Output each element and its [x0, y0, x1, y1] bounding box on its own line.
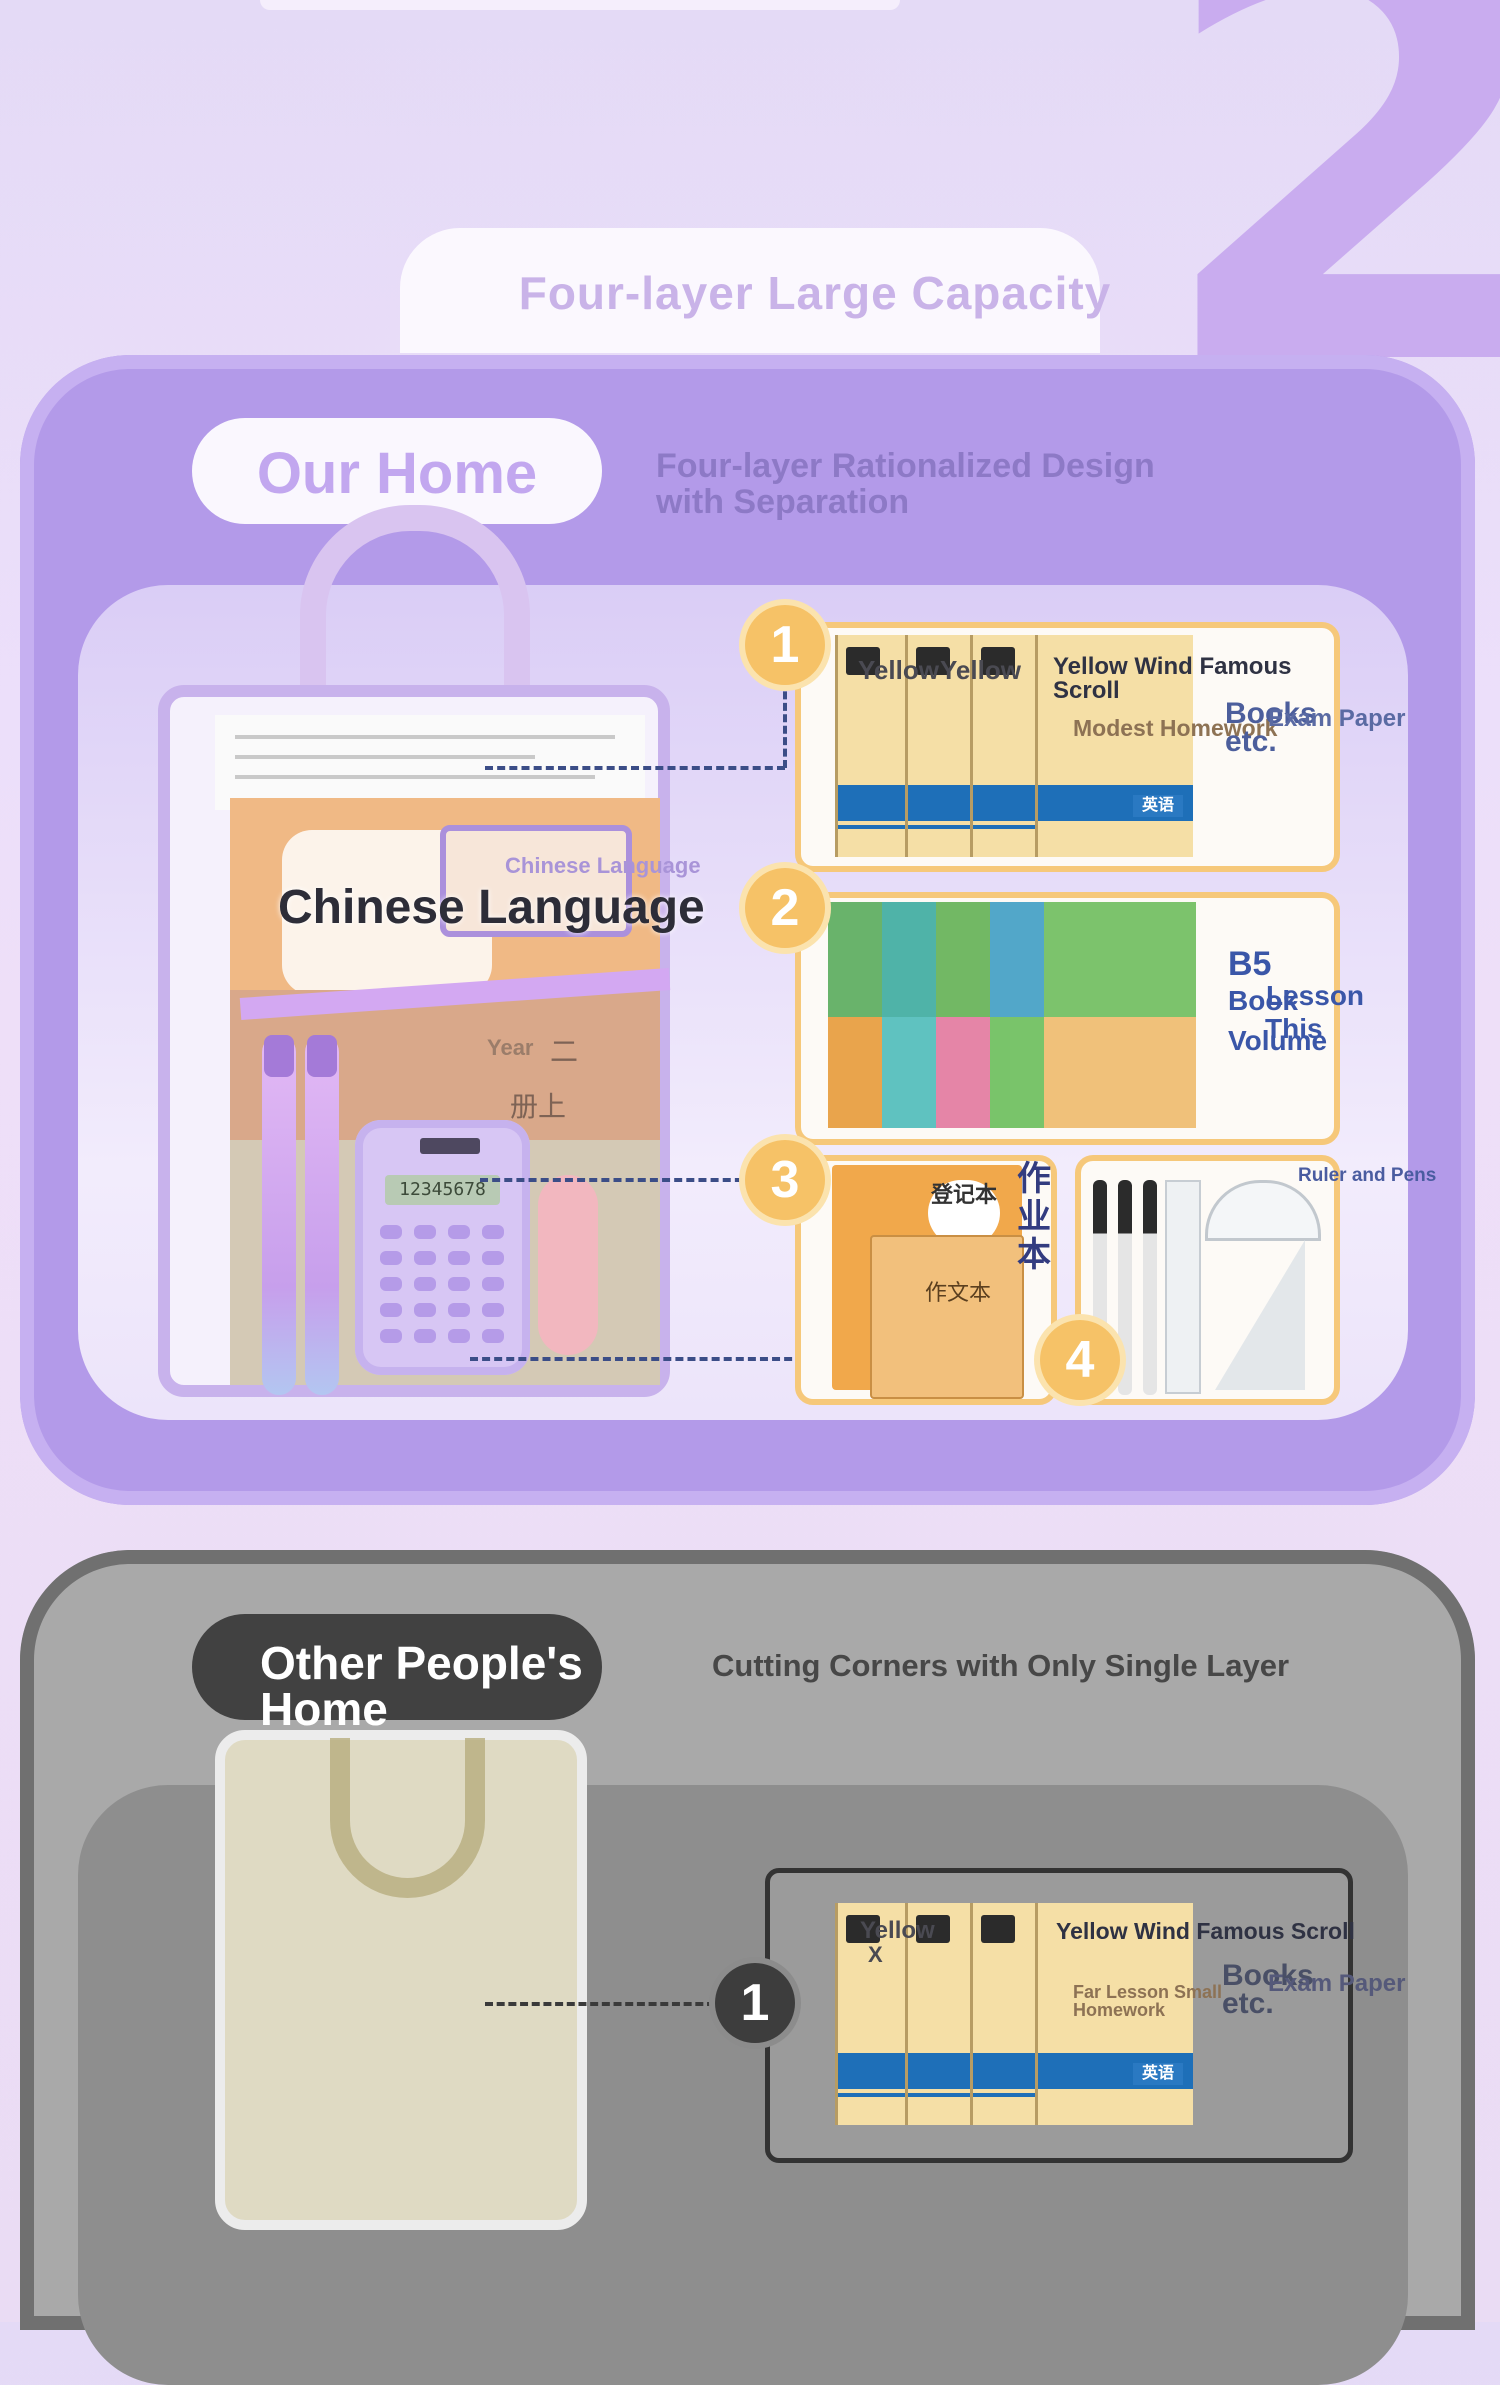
essay-book-label: 作文本 — [925, 1280, 992, 1305]
bag-volume-glyph: 册上 — [510, 1091, 567, 1122]
other-home-label: Other People's Home — [260, 1637, 583, 1735]
top-decoration — [260, 0, 900, 10]
pen-icon — [305, 1035, 339, 1395]
our-home-label: Our Home — [256, 441, 538, 506]
other-layer-badge: 1 — [715, 1963, 795, 2043]
book-cover: 英语 — [1035, 635, 1193, 857]
other-book-text-1: Yellow — [860, 1917, 935, 1944]
bag-exam-paper — [215, 715, 645, 810]
book-cover — [1044, 902, 1196, 1128]
book-cover — [970, 1903, 1041, 2125]
gel-pen-icon — [1143, 1180, 1157, 1395]
title-pill — [400, 228, 1100, 353]
layer-2-lesson-label: Lesson — [1266, 980, 1365, 1011]
book-cover — [828, 902, 886, 1128]
layer-1-book-subtitle: Modest Homework — [1073, 715, 1278, 741]
bag-book-label-big: Chinese Language — [278, 881, 705, 934]
other-book-title: Yellow Wind Famous Scroll — [1056, 1918, 1355, 1944]
book-cover — [905, 1903, 973, 2125]
pen-cap-icon — [307, 1035, 337, 1077]
connector-line-4 — [470, 1357, 1070, 1361]
other-home-description: Cutting Corners with Only Single Layer — [712, 1648, 1290, 1683]
connector-line-3 — [480, 1178, 755, 1182]
connector-line-1-vertical — [783, 680, 787, 768]
layer-1-book-text-2: Yellow — [940, 655, 1021, 685]
book-cover — [970, 635, 1041, 857]
bag-book-label-small: Chinese Language — [505, 853, 701, 878]
layer-1-exam-label: Exam Paper — [1268, 705, 1406, 732]
layer-2-this-label: This — [1265, 1013, 1323, 1044]
book-cover — [905, 635, 973, 857]
other-book-subtitle: Far Lesson Small Homework — [1073, 1982, 1223, 2020]
workbook-label: 作业本 — [1017, 1160, 1051, 1274]
book-cover — [882, 902, 940, 1128]
layer-2-badge: 2 — [745, 868, 825, 948]
other-home-pill — [192, 1614, 602, 1720]
layer-3-badge: 3 — [745, 1140, 825, 1220]
connector-line-1 — [485, 766, 785, 770]
pen-icon — [262, 1035, 296, 1395]
bag-textbook-sticker — [440, 825, 632, 937]
other-exam-label: Exam Paper — [1268, 1970, 1406, 1997]
bag-year-glyph: 二 — [550, 1036, 579, 1067]
calculator-keypad — [380, 1225, 510, 1355]
layer-1-book-title: Yellow Wind Famous Scroll — [1053, 653, 1292, 704]
pen-cap-icon — [264, 1035, 294, 1077]
bag-year-label: Year — [487, 1035, 534, 1060]
book-cover: 英语 — [1035, 1903, 1193, 2125]
book-cover — [835, 1903, 910, 2125]
plain-bag-handle — [330, 1738, 485, 1898]
book-cover — [936, 902, 994, 1128]
other-connector-line — [485, 2002, 715, 2006]
set-square-icon — [1215, 1240, 1305, 1390]
gel-pen-icon — [1118, 1180, 1132, 1395]
layer-2-book-label: Book — [1228, 985, 1298, 1016]
book-cover — [835, 635, 910, 857]
section-title: Four-layer Large Capacity — [518, 267, 1112, 319]
other-book-text-x: X — [868, 1942, 883, 1967]
plain-bag-image — [215, 1730, 587, 2230]
ruler-and-pens-label: Ruler and Pens — [1298, 1165, 1437, 1186]
book-cover — [990, 902, 1048, 1128]
correction-tape-icon — [538, 1175, 598, 1355]
calculator-display: 12345678 — [385, 1175, 500, 1205]
our-home-description: Four-layer Rationalized Design with Sepa… — [656, 447, 1155, 521]
ruler-icon — [1165, 1180, 1201, 1394]
layer-4-badge: 4 — [1040, 1320, 1120, 1400]
essay-book-cover — [870, 1235, 1024, 1399]
calculator-solar-panel — [420, 1138, 480, 1154]
layer-1-book-text-1: Yellow — [858, 655, 939, 685]
layer-2-volume-label: Volume — [1228, 1025, 1328, 1056]
layer-1-badge: 1 — [745, 605, 825, 685]
layer-2-b5-label: B5 — [1228, 945, 1272, 983]
